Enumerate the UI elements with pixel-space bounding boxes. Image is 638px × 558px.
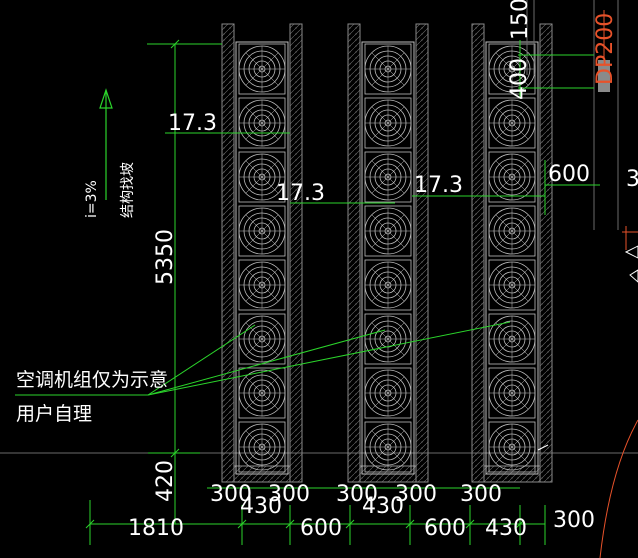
note-leaders: [15, 321, 511, 396]
ac-unit: [488, 259, 536, 311]
slope-arrow: [99, 88, 113, 200]
ac-unit: [364, 259, 412, 311]
dimension-lines: [85, 39, 600, 545]
side-dim-600: 600: [548, 162, 590, 187]
drain-pipe-box: [598, 60, 610, 92]
ac-unit: [488, 421, 536, 473]
bottom-dim-r2-4: 600: [424, 516, 466, 541]
wall-right: [539, 23, 553, 483]
bottom-dim-r1-3: 300: [395, 482, 437, 507]
wall-left: [347, 23, 361, 483]
bottom-dim-r2-5: 430: [485, 516, 527, 541]
ac-unit: [238, 421, 286, 473]
right-side-detail: [526, 0, 638, 558]
dim-150: 150: [508, 0, 533, 40]
partial-label: 3: [626, 167, 638, 192]
slope-value-1: 17.3: [168, 111, 217, 136]
ac-unit: [488, 205, 536, 257]
wall-left: [471, 23, 485, 483]
ac-unit: [364, 151, 412, 203]
top-right-label: DP200: [593, 13, 618, 85]
ac-unit: [364, 97, 412, 149]
ac-column-2: [347, 23, 429, 483]
slope-label: i=3%: [84, 180, 100, 218]
ac-unit: [238, 43, 286, 95]
unit-frame: [361, 41, 415, 475]
ac-unit: [238, 97, 286, 149]
ac-column-3: [471, 23, 553, 483]
note-line-1: 空调机组仅为示意: [16, 369, 168, 391]
ac-unit: [364, 205, 412, 257]
slope-value-2: 17.3: [276, 181, 325, 206]
bottom-dim-r2-1: 430: [240, 494, 282, 519]
ac-unit: [488, 367, 536, 419]
bottom-dim-r1-4: 300: [460, 482, 502, 507]
ac-unit: [238, 313, 286, 365]
bottom-dim-r2-6: 300: [553, 508, 595, 533]
ac-unit: [488, 313, 536, 365]
unit-frame: [485, 41, 539, 475]
note-line-2: 用户自理: [16, 403, 92, 425]
ac-unit: [238, 259, 286, 311]
ac-column-1: [221, 23, 303, 483]
ac-unit: [238, 367, 286, 419]
bottom-dim-r2-3: 430: [362, 494, 404, 519]
ac-unit: [364, 43, 412, 95]
unit-frame: [235, 41, 289, 475]
slope-value-3: 17.3: [414, 173, 463, 198]
bottom-dim-r2-2: 600: [300, 516, 342, 541]
ac-unit: [238, 151, 286, 203]
ac-unit: [488, 151, 536, 203]
ac-unit-columns: [221, 23, 553, 483]
ac-unit: [364, 367, 412, 419]
dim-5350: 5350: [153, 229, 178, 285]
dim-400: 400: [507, 58, 532, 100]
dim-420: 420: [153, 460, 178, 502]
ac-unit: [488, 43, 536, 95]
ac-unit: [238, 205, 286, 257]
wall-right: [289, 23, 303, 483]
bottom-dim-r1-2: 300: [336, 482, 378, 507]
ac-unit: [364, 313, 412, 365]
ac-unit: [488, 97, 536, 149]
wall-right: [415, 23, 429, 483]
wall-left: [221, 23, 235, 483]
bottom-dim-r1-0: 300: [210, 482, 252, 507]
bottom-dim-r2-0: 1810: [128, 516, 184, 541]
bottom-dim-r1-1: 300: [268, 482, 310, 507]
ac-unit: [364, 421, 412, 473]
slope-note: 结构找坡: [120, 162, 136, 218]
